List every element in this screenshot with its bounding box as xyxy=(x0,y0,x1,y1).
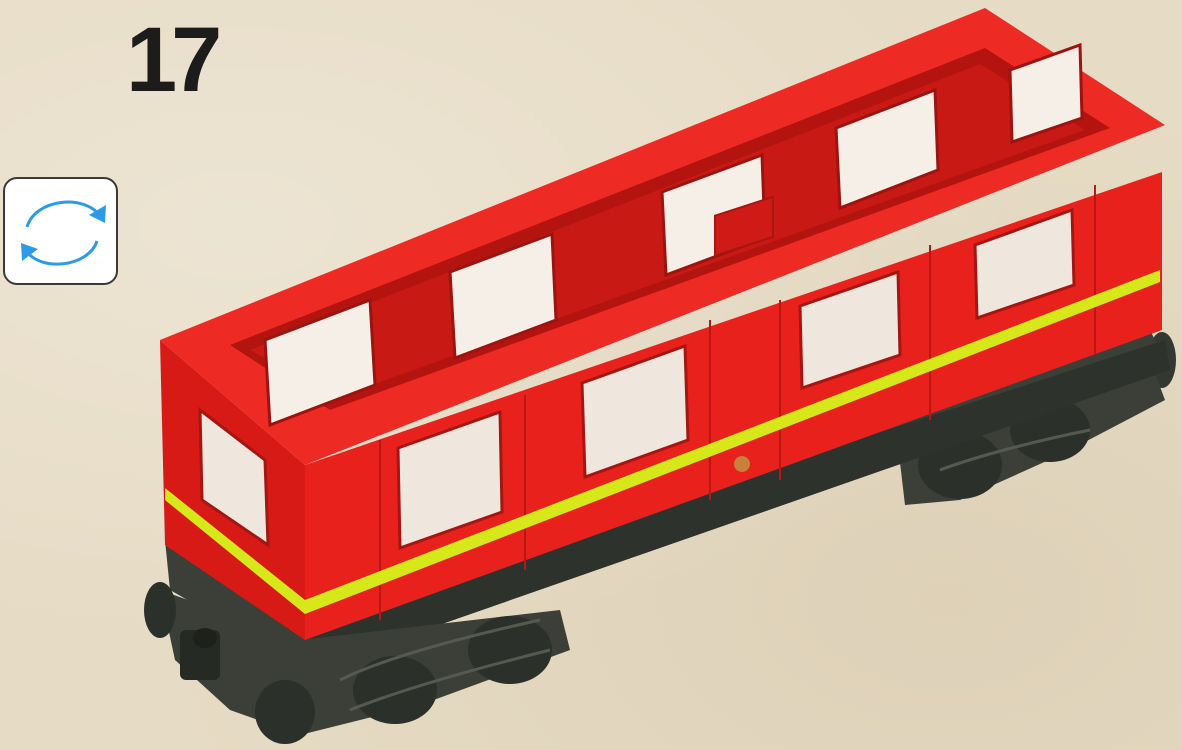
side-badge xyxy=(734,456,750,472)
